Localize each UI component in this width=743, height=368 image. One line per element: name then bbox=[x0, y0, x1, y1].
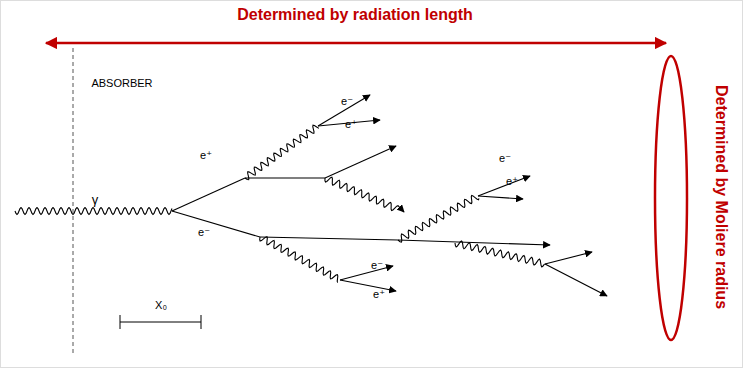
charged-track bbox=[398, 240, 550, 245]
charged-track bbox=[245, 177, 325, 178]
charged-track bbox=[545, 264, 607, 296]
particle-tracks bbox=[15, 95, 607, 296]
charged-track bbox=[325, 146, 396, 178]
photon-track bbox=[398, 195, 479, 242]
particle-label: e⁺ bbox=[506, 176, 518, 187]
particle-label: e⁻ bbox=[499, 153, 511, 164]
particle-label: e⁺ bbox=[345, 119, 357, 130]
photon-label: γ bbox=[92, 193, 99, 206]
absorber-label: ABSORBER bbox=[91, 78, 152, 89]
photon-track bbox=[245, 125, 319, 179]
charged-track bbox=[340, 266, 393, 280]
particle-label: e⁻ bbox=[341, 96, 353, 107]
charged-track bbox=[340, 280, 396, 291]
charged-track bbox=[260, 237, 398, 240]
radius-ellipse bbox=[655, 56, 687, 340]
photon-track bbox=[15, 208, 172, 215]
charged-track bbox=[478, 176, 530, 196]
particle-label: e⁺ bbox=[200, 150, 212, 161]
photon-track bbox=[260, 237, 338, 283]
particle-label: e⁻ bbox=[198, 227, 210, 238]
particle-label: e⁺ bbox=[373, 289, 385, 300]
particle-label: e⁻ bbox=[371, 260, 383, 271]
charged-track bbox=[478, 196, 523, 199]
length-arrow bbox=[46, 42, 666, 45]
scale-bar bbox=[120, 315, 201, 329]
charged-track bbox=[172, 178, 245, 211]
charged-track bbox=[172, 211, 260, 237]
photon-track bbox=[455, 241, 545, 267]
scale-label: X₀ bbox=[155, 300, 167, 311]
charged-track bbox=[545, 252, 592, 264]
photon-track bbox=[325, 177, 404, 212]
vertical-label: Determined by Moliere radius bbox=[713, 85, 729, 309]
absorber-line bbox=[73, 48, 74, 355]
headline-label: Determined by radiation length bbox=[237, 7, 473, 23]
